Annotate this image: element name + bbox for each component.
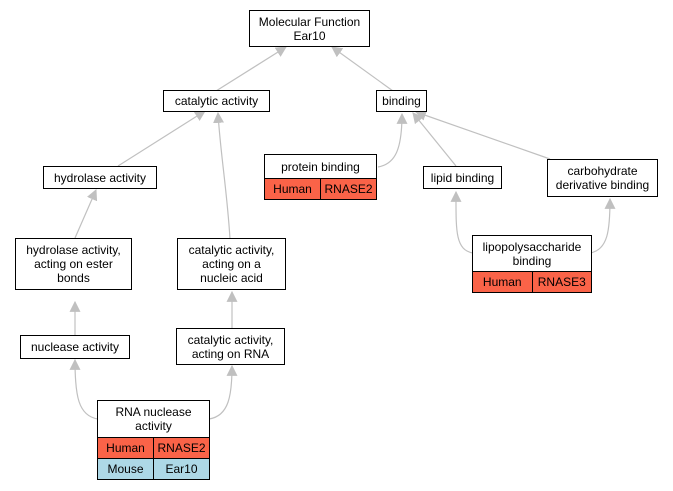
node-title: RNA nuclease activity [115,405,192,433]
species-cell: Human [106,441,145,455]
gene-cell: RNASE2 [320,179,376,199]
node-catalytic-activity: catalytic activity [163,90,270,112]
gene-cell: RNASE2 [153,438,209,458]
node-lipopolysaccharide-binding: lipopolysaccharide binding Human RNASE3 [472,235,592,293]
edge-binding-to-mf [331,46,394,92]
annotation-row: Human RNASE2 [98,437,209,458]
annotation-row: Human RNASE2 [265,178,376,199]
species-cell: Human [482,275,522,289]
edge-carbohydrate-to-binding [414,110,551,160]
node-nuclease-activity: nuclease activity [20,335,130,359]
edge-lipid-binding-to-binding [412,112,457,167]
node-molecular-function: Molecular Function Ear10 [249,10,370,47]
gene-cell: RNASE3 [531,272,592,292]
edge-rna-nuclease-to-nuclease [69,358,99,420]
gene-cell: Ear10 [153,459,209,479]
edge-hydrolase-to-catalytic [117,110,206,167]
node-binding: binding [376,90,427,112]
edge-catalytic-to-mf [215,46,287,92]
node-rna-nuclease-activity: RNA nuclease activity Human RNASE2 Mouse… [97,400,210,480]
annotation-row: Mouse Ear10 [98,458,209,479]
edge-lps-to-lipid-binding [450,190,474,254]
edge-catalytic-nucleic-to-catalytic [213,111,231,240]
edge-protein-binding-to-binding [377,112,408,168]
species-cell: Human [273,182,312,196]
node-hydrolase-activity-ester-bonds: hydrolase activity, acting on ester bond… [15,238,132,290]
node-title: lipopolysaccharide binding [482,239,582,268]
node-lipid-binding: lipid binding [423,166,502,189]
edge-rna-nuclease-to-catalytic-rna [208,364,238,420]
node-protein-binding: protein binding Human RNASE2 [264,154,377,200]
edge-lps-to-carbohydrate [589,197,616,254]
species-cell: Mouse [107,462,144,476]
node-title: protein binding [281,159,360,174]
node-catalytic-activity-nucleic-acid: catalytic activity, acting on a nucleic … [177,238,286,290]
node-hydrolase-activity: hydrolase activity [43,166,157,189]
node-catalytic-activity-rna: catalytic activity, acting on RNA [176,328,285,365]
edge-hydrolase-ester-to-hydrolase [74,188,98,239]
node-carbohydrate-derivative-binding: carbohydrate derivative binding [547,159,658,197]
annotation-row: Human RNASE3 [473,271,591,292]
